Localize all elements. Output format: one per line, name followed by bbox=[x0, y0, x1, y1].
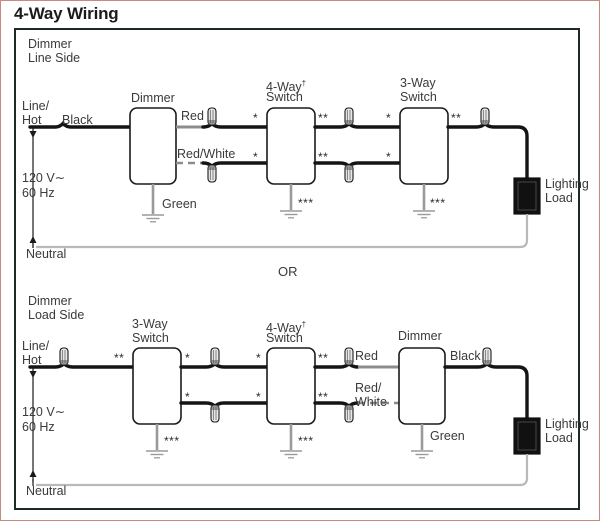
top-mark-3way-left-top: * bbox=[386, 111, 392, 125]
bottom-load-label-line2: Load bbox=[545, 431, 573, 445]
bottom-heading-line2: Load Side bbox=[28, 308, 85, 322]
top-heading-line1: Dimmer bbox=[28, 37, 72, 51]
bottom-heading-line1: Dimmer bbox=[28, 294, 72, 308]
bottom-line-hot-line1: Line/ bbox=[22, 339, 50, 353]
bottom-mark-3way-right-bottom: * bbox=[185, 390, 191, 404]
bottom-four-way-label-line1: 4-Way† bbox=[266, 320, 307, 336]
top-mark-4way-right-top: ** bbox=[318, 111, 329, 125]
bottom-mark-4way-right-top: ** bbox=[318, 351, 329, 365]
bottom-three-way-label-line2: Switch bbox=[132, 331, 169, 345]
top-line-hot-line1: Line/ bbox=[22, 99, 50, 113]
top-three-way-label-line2: Switch bbox=[400, 90, 437, 104]
top-heading-line2: Line Side bbox=[28, 51, 81, 65]
bottom-mark-4way-left-bottom: * bbox=[256, 390, 262, 404]
top-voltage-line2: 60 Hz bbox=[22, 186, 55, 200]
page-top-rule bbox=[0, 0, 600, 1]
top-mark-3way-ground: *** bbox=[430, 196, 446, 210]
bottom-mark-4way-left-top: * bbox=[256, 351, 262, 365]
bottom-neutral-label: Neutral bbox=[26, 484, 67, 498]
top-three-way-label-line1: 3-Way bbox=[400, 76, 436, 90]
top-green-ground-label: Green bbox=[162, 197, 197, 211]
page-left-rule bbox=[0, 0, 1, 521]
bottom-three-way-label-line1: 3-Way bbox=[132, 317, 168, 331]
bottom-mark-3way-ground: *** bbox=[164, 434, 180, 448]
top-dimmer-label: Dimmer bbox=[131, 91, 175, 105]
top-load-label-line1: Lighting bbox=[545, 177, 589, 191]
top-black-wire-label: Black bbox=[62, 113, 93, 127]
top-four-way-label-line2: Switch bbox=[266, 90, 303, 104]
top-mark-3way-left-bottom: * bbox=[386, 150, 392, 164]
bottom-red-wire-label: Red bbox=[355, 349, 378, 363]
bottom-green-ground-label: Green bbox=[430, 429, 465, 443]
bottom-voltage-line1: 120 V∼ bbox=[22, 405, 66, 419]
bottom-load-label-line1: Lighting bbox=[545, 417, 589, 431]
top-mark-3way-right-top: ** bbox=[451, 111, 462, 125]
top-mark-4way-left-bottom: * bbox=[253, 150, 259, 164]
bottom-red-white-label-line1: Red/ bbox=[355, 381, 382, 395]
top-mark-4way-right-bottom: ** bbox=[318, 150, 329, 164]
top-four-way-label-line1: 4-Way† bbox=[266, 79, 307, 95]
top-line-hot-line2: Hot bbox=[22, 113, 42, 127]
bottom-dimmer-label: Dimmer bbox=[398, 329, 442, 343]
bottom-mark-3way-left-top: ** bbox=[114, 351, 125, 365]
bottom-red-white-label-line2: White bbox=[355, 395, 387, 409]
top-red-wire-label: Red bbox=[181, 109, 204, 123]
bottom-four-way-label-line2: Switch bbox=[266, 331, 303, 345]
dagger-marker: † bbox=[301, 79, 307, 88]
or-divider: OR bbox=[278, 264, 298, 279]
top-load-label-line2: Load bbox=[545, 191, 573, 205]
dagger-marker-2: † bbox=[301, 320, 307, 329]
bottom-voltage-line2: 60 Hz bbox=[22, 420, 55, 434]
top-voltage-line1: 120 V∼ bbox=[22, 171, 66, 185]
bottom-mark-4way-right-bottom: ** bbox=[318, 390, 329, 404]
bottom-mark-4way-ground: *** bbox=[298, 434, 314, 448]
page-title: 4-Way Wiring bbox=[14, 4, 119, 23]
bottom-black-wire-label: Black bbox=[450, 349, 481, 363]
bottom-mark-3way-right-top: * bbox=[185, 351, 191, 365]
top-mark-4way-left-top: * bbox=[253, 111, 259, 125]
top-mark-4way-ground: *** bbox=[298, 196, 314, 210]
bottom-line-hot-line2: Hot bbox=[22, 353, 42, 367]
top-red-white-wire-label: Red/White bbox=[177, 147, 236, 161]
top-neutral-label: Neutral bbox=[26, 247, 67, 261]
